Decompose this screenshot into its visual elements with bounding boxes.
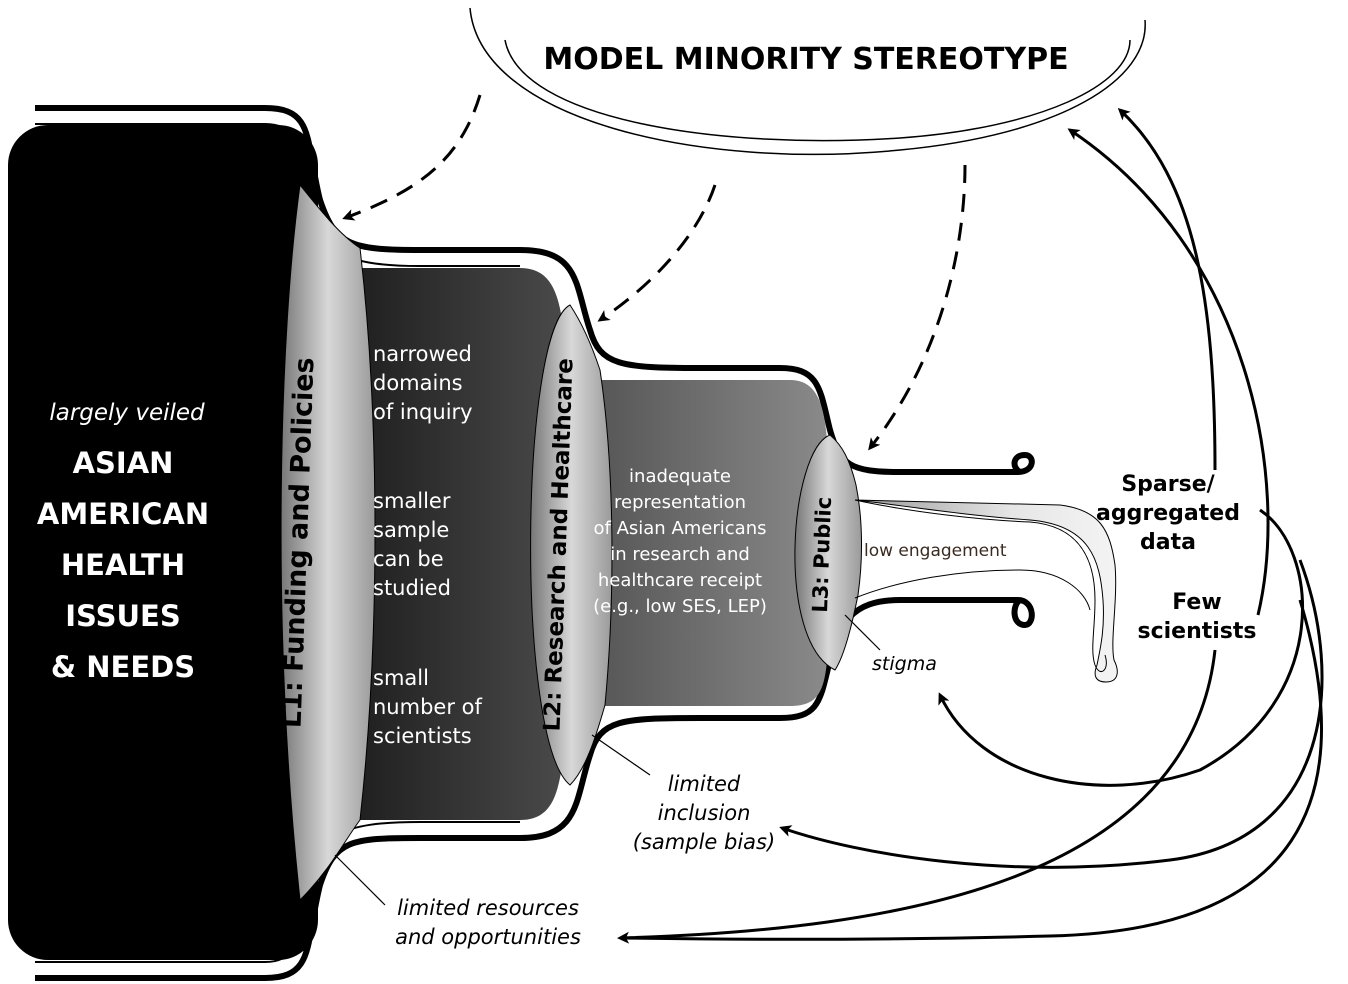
sparse-line-3: data bbox=[1140, 530, 1196, 555]
arrow-to-inclusion bbox=[779, 559, 1324, 869]
arrow-to-stigma bbox=[938, 508, 1304, 787]
leader-resources bbox=[334, 854, 386, 906]
l1-region bbox=[330, 268, 565, 820]
arrow-to-stereotype-1 bbox=[1117, 107, 1217, 471]
few-line-2: scientists bbox=[1137, 619, 1256, 644]
resources-line-1: limited resources bbox=[397, 896, 579, 920]
sparse-line-1: Sparse/ bbox=[1121, 472, 1215, 497]
l1-note-b-1: smaller bbox=[373, 489, 451, 513]
asian-american-block bbox=[8, 125, 318, 960]
l1-note-b-4: studied bbox=[373, 576, 451, 600]
veiled-label: largely veiled bbox=[49, 400, 205, 426]
l1-note-c-3: scientists bbox=[373, 724, 472, 748]
l1-note-c-2: number of bbox=[373, 695, 482, 719]
health-line-4: ISSUES bbox=[65, 599, 181, 633]
l2-region bbox=[590, 380, 828, 706]
level-l3-label: L3: Public bbox=[808, 496, 836, 613]
l3-note: low engagement bbox=[864, 541, 1007, 561]
resources-line-2: and opportunities bbox=[395, 925, 581, 949]
l1-note-b-3: can be bbox=[373, 547, 444, 571]
arrow-to-resources-2 bbox=[624, 599, 1323, 941]
health-line-2: AMERICAN bbox=[37, 497, 209, 531]
l2-ring bbox=[530, 304, 613, 786]
few-line-1: Few bbox=[1172, 590, 1221, 615]
l1-note-a-1: narrowed bbox=[373, 342, 472, 366]
health-line-1: ASIAN bbox=[73, 446, 174, 480]
dashed-arrow-l3 bbox=[868, 164, 967, 451]
stereotype-arc-inner bbox=[504, 39, 1131, 142]
curl-top bbox=[1000, 451, 1035, 475]
l1-note-a-2: domains bbox=[373, 371, 463, 395]
arrow-to-resources bbox=[617, 649, 1217, 944]
engagement-tube bbox=[854, 499, 1118, 683]
l1-note-c-1: small bbox=[373, 666, 429, 690]
l2-note-1: inadequate bbox=[629, 466, 731, 487]
health-line-3: HEALTH bbox=[61, 548, 185, 582]
inclusion-line-3: (sample bias) bbox=[633, 830, 775, 854]
dashed-arrow-l2 bbox=[597, 184, 717, 322]
l1-ring bbox=[280, 183, 376, 902]
stereotype-arc-outer bbox=[469, 7, 1146, 155]
curl-bottom bbox=[1000, 597, 1035, 629]
l1-note-a-3: of inquiry bbox=[373, 400, 473, 424]
health-line-5: & NEEDS bbox=[51, 650, 195, 684]
l2-note-4: in research and bbox=[610, 544, 750, 565]
inclusion-line-1: limited bbox=[668, 772, 741, 796]
arrow-to-stereotype-2 bbox=[1067, 128, 1270, 616]
leader-inclusion bbox=[591, 734, 651, 776]
stereotype-title: MODEL MINORITY STEREOTYPE bbox=[543, 42, 1068, 77]
l2-note-5: healthcare receipt bbox=[598, 570, 762, 591]
l2-note-2: representation bbox=[614, 492, 746, 513]
l2-note-3: of Asian Americans bbox=[594, 518, 767, 539]
sparse-line-2: aggregated bbox=[1096, 501, 1240, 526]
inclusion-line-2: inclusion bbox=[658, 801, 751, 825]
l2-note-6: (e.g., low SES, LEP) bbox=[593, 596, 767, 617]
dashed-arrow-l1 bbox=[342, 94, 482, 221]
stigma-label: stigma bbox=[872, 653, 937, 675]
l1-note-b-2: sample bbox=[373, 518, 449, 542]
leader-stigma bbox=[844, 614, 881, 651]
